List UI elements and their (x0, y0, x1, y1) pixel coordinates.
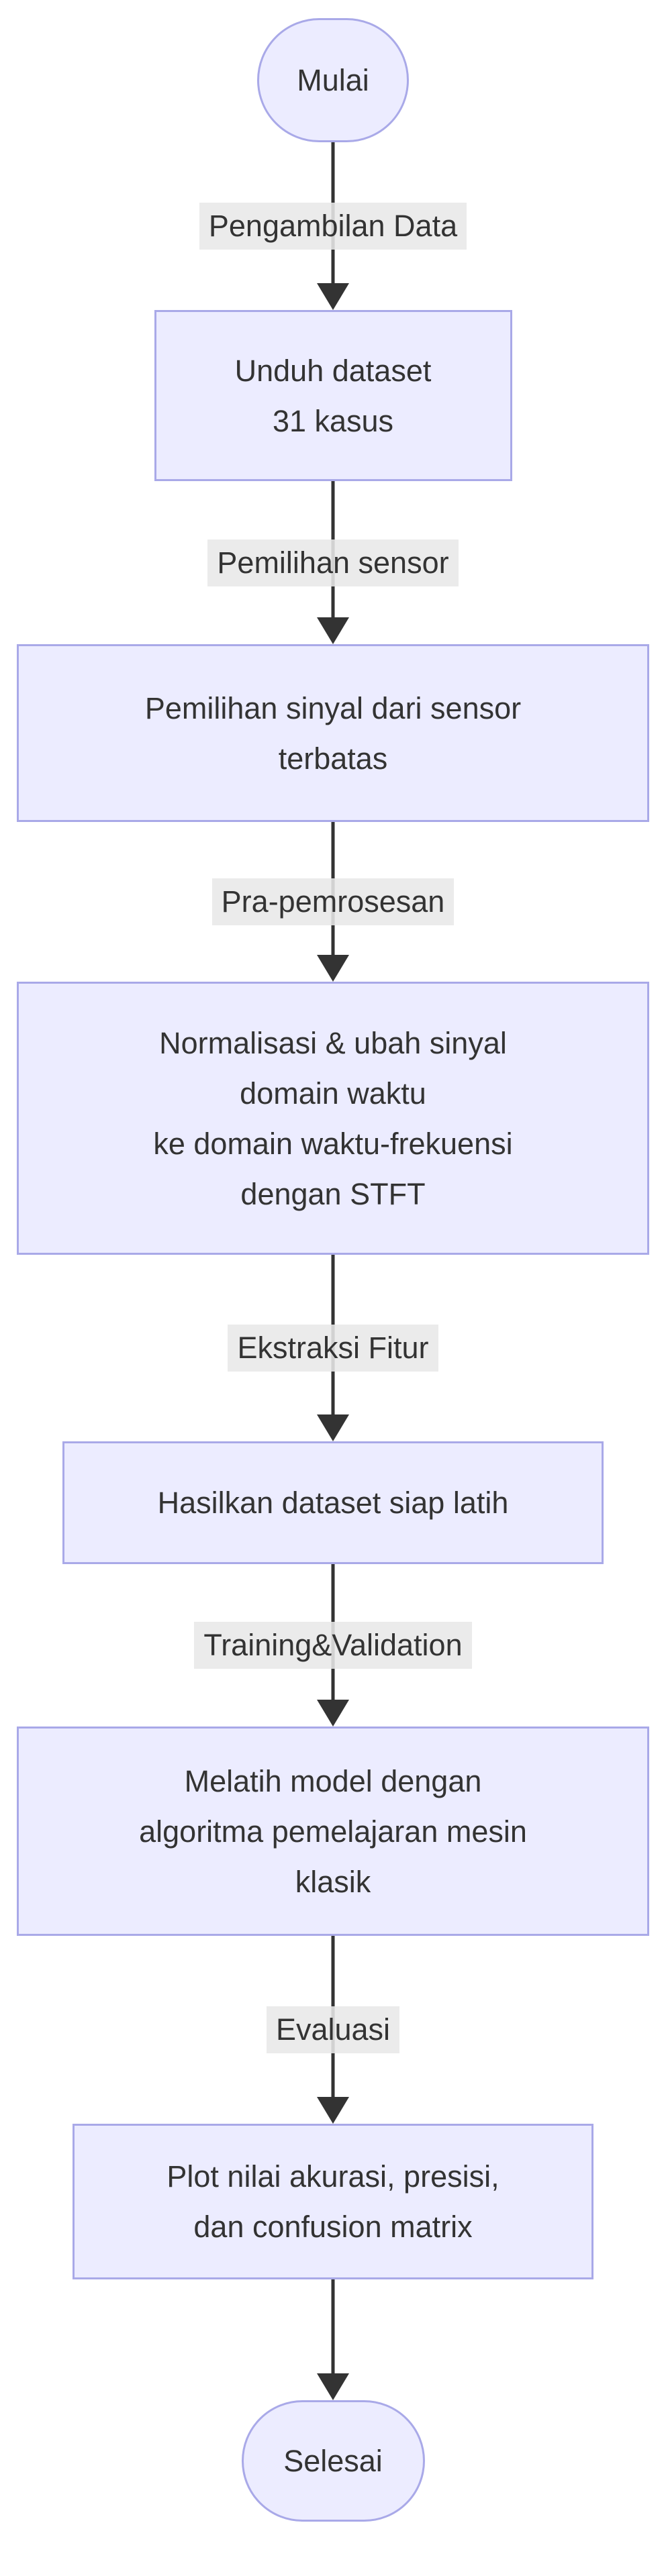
node-label-line: Hasilkan dataset siap latih (157, 1486, 509, 1520)
edge-ekstraksi-fitur: Ekstraksi Fitur (0, 1255, 666, 1441)
arrowhead-down-icon (317, 617, 349, 644)
node-label-line: Melatih model dengan (184, 1763, 482, 1798)
edge-pemilihan-sensor: Pemilihan sensor (0, 481, 666, 644)
edge-label-evaluasi: Evaluasi (266, 2006, 400, 2053)
node-pemilihan-sinyal: Pemilihan sinyal dari sensor terbatas (17, 644, 649, 822)
node-label-line: Pemilihan sinyal dari sensor (144, 690, 522, 725)
arrowhead-down-icon (317, 1414, 349, 1441)
edge-to-selesai (0, 2279, 666, 2400)
edge-label-ekstraksi-fitur: Ekstraksi Fitur (228, 1325, 438, 1372)
edge-evaluasi: Evaluasi (0, 1936, 666, 2124)
node-melatih-model: Melatih model dengan algoritma pemelajar… (17, 1727, 649, 1936)
edge-label-training-validation: Training&Validation (194, 1622, 472, 1669)
arrowhead-down-icon (317, 1700, 349, 1727)
arrowhead-down-icon (317, 283, 349, 310)
node-label-line: Normalisasi & ubah sinyal (159, 1025, 507, 1060)
edge-label-pengambilan-data: Pengambilan Data (199, 203, 467, 250)
edge-pra-pemrosesan: Pra-pemrosesan (0, 822, 666, 982)
node-selesai: Selesai (241, 2400, 425, 2522)
node-label: Selesai (283, 2444, 383, 2478)
node-plot-evaluasi: Plot nilai akurasi, presisi, dan confusi… (73, 2124, 593, 2279)
node-label: Mulai (297, 63, 369, 97)
node-unduh-dataset: Unduh dataset 31 kasus (154, 310, 512, 481)
node-label-line: algoritma pemelajaran mesin (139, 1814, 527, 1849)
node-label-line: 31 kasus (272, 403, 394, 438)
node-label-line: terbatas (278, 741, 388, 776)
edge-pengambilan-data: Pengambilan Data (0, 142, 666, 310)
arrowhead-down-icon (317, 2373, 349, 2400)
node-label-line: dengan STFT (240, 1176, 426, 1211)
node-label-line: domain waktu (240, 1076, 426, 1111)
node-hasilkan-dataset: Hasilkan dataset siap latih (62, 1441, 604, 1564)
node-label-line: Plot nilai akurasi, presisi, (166, 2159, 500, 2194)
edge-label-pra-pemrosesan: Pra-pemrosesan (211, 878, 455, 925)
edge-line (331, 2279, 335, 2377)
node-label-line: klasik (295, 1864, 371, 1899)
node-label-line: Unduh dataset (234, 353, 432, 388)
edge-training-validation: Training&Validation (0, 1564, 666, 1727)
node-label-line: ke domain waktu-frekuensi (153, 1126, 513, 1161)
node-normalisasi-stft: Normalisasi & ubah sinyal domain waktu k… (17, 982, 649, 1255)
node-label-line: dan confusion matrix (193, 2210, 473, 2244)
node-mulai: Mulai (257, 18, 409, 142)
arrowhead-down-icon (317, 2097, 349, 2124)
edge-label-pemilihan-sensor: Pemilihan sensor (207, 539, 459, 586)
arrowhead-down-icon (317, 955, 349, 982)
